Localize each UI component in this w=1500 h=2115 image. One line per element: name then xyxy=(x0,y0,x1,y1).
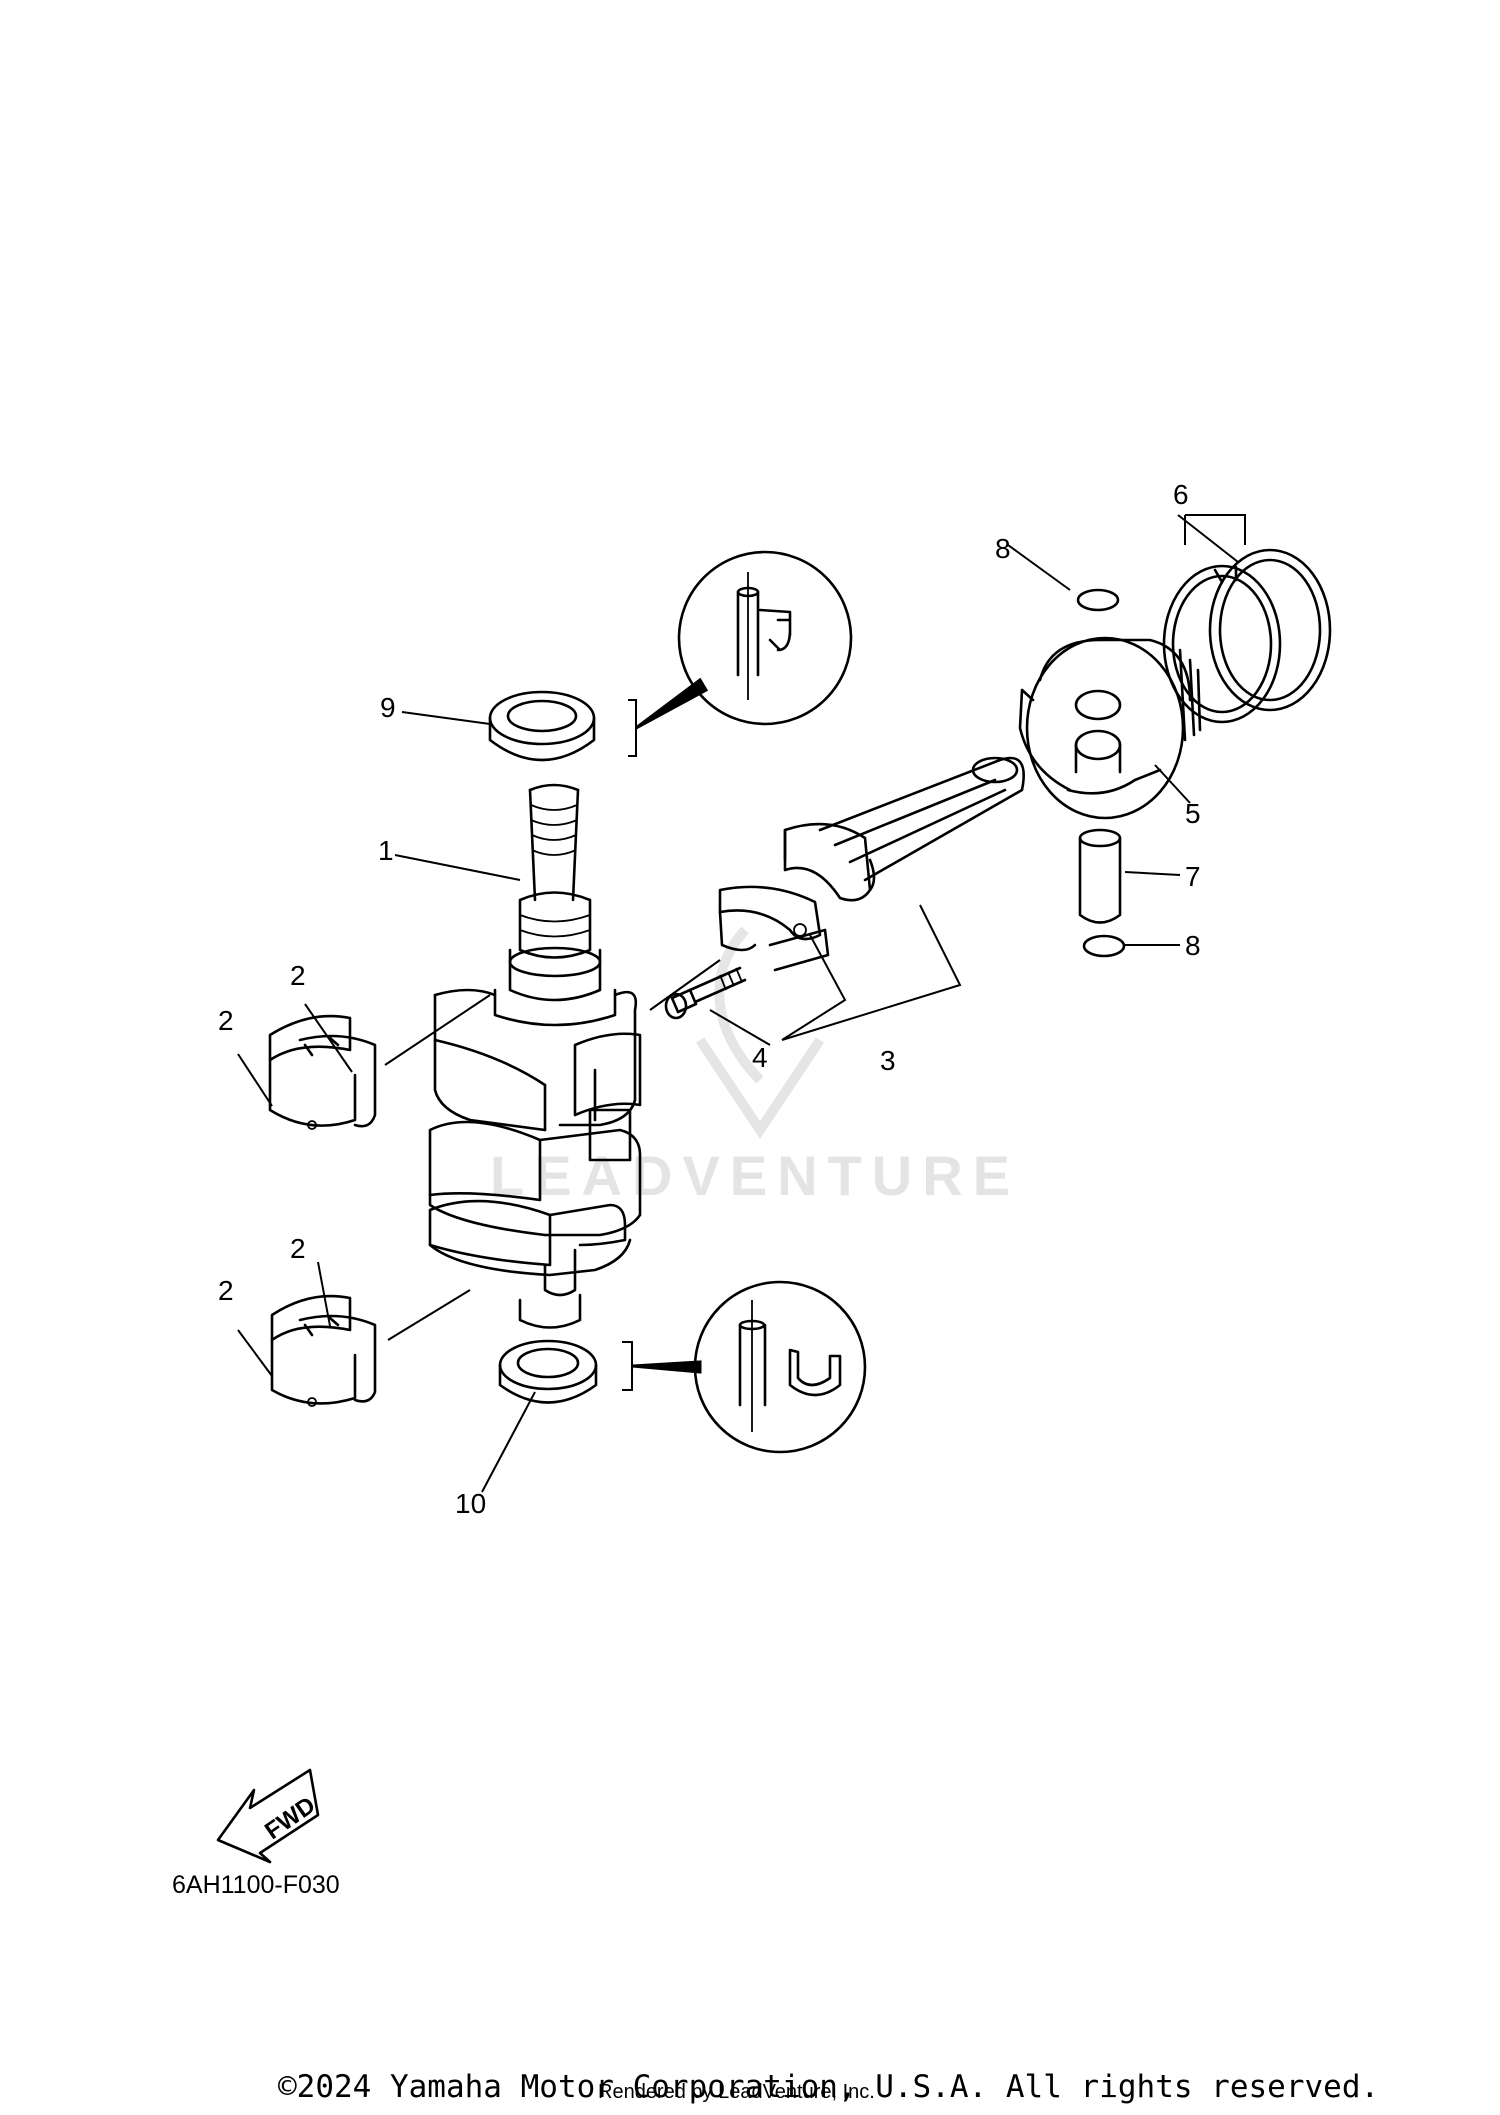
callout-2-c: 2 xyxy=(290,1233,306,1264)
main-bearing-lower xyxy=(270,1294,377,1407)
callout-4: 4 xyxy=(752,1042,768,1073)
main-bearing-upper xyxy=(268,1014,377,1130)
piston xyxy=(1018,636,1202,820)
rendered-by: Rendered by LeadVenture, Inc. xyxy=(598,2081,875,2103)
callout-5: 5 xyxy=(1185,798,1201,829)
oil-seal-top xyxy=(488,550,853,762)
callout-6: 6 xyxy=(1173,479,1189,510)
callout-labels: 9 1 2 2 2 2 10 4 3 8 6 5 7 8 xyxy=(218,479,1201,1519)
oil-seal-bottom xyxy=(498,1280,867,1454)
callout-7: 7 xyxy=(1185,861,1201,892)
callout-1: 1 xyxy=(378,835,394,866)
watermark-text: LEADVENTURE xyxy=(490,1144,1020,1207)
piston-rings xyxy=(1162,548,1332,724)
watermark: LEADVENTURE xyxy=(490,926,1020,1207)
callout-2-a: 2 xyxy=(290,960,306,991)
callout-2-b: 2 xyxy=(218,1005,234,1036)
piston-pin xyxy=(1078,828,1122,924)
piston-pin-clip-bottom xyxy=(1082,934,1126,958)
connecting-rod-bolt xyxy=(664,966,747,1020)
diagram-code: 6AH1100-F030 xyxy=(172,1871,340,1899)
connecting-rod xyxy=(718,756,1025,972)
callout-2-d: 2 xyxy=(218,1275,234,1306)
callout-10: 10 xyxy=(455,1488,486,1519)
copyright-notice: ©2024 Yamaha Motor Corporation, U.S.A. A… xyxy=(278,2069,1379,2105)
forward-arrow-icon: FWD xyxy=(216,1768,320,1864)
callout-8-bottom: 8 xyxy=(1185,930,1201,961)
callout-9: 9 xyxy=(380,692,396,723)
fwd-label: FWD xyxy=(260,1792,320,1845)
piston-pin-clip-top xyxy=(1076,588,1120,612)
callout-8-top: 8 xyxy=(995,533,1011,564)
callout-3: 3 xyxy=(880,1045,896,1076)
crankshaft xyxy=(428,783,642,1329)
leader-lines xyxy=(237,514,1246,1493)
